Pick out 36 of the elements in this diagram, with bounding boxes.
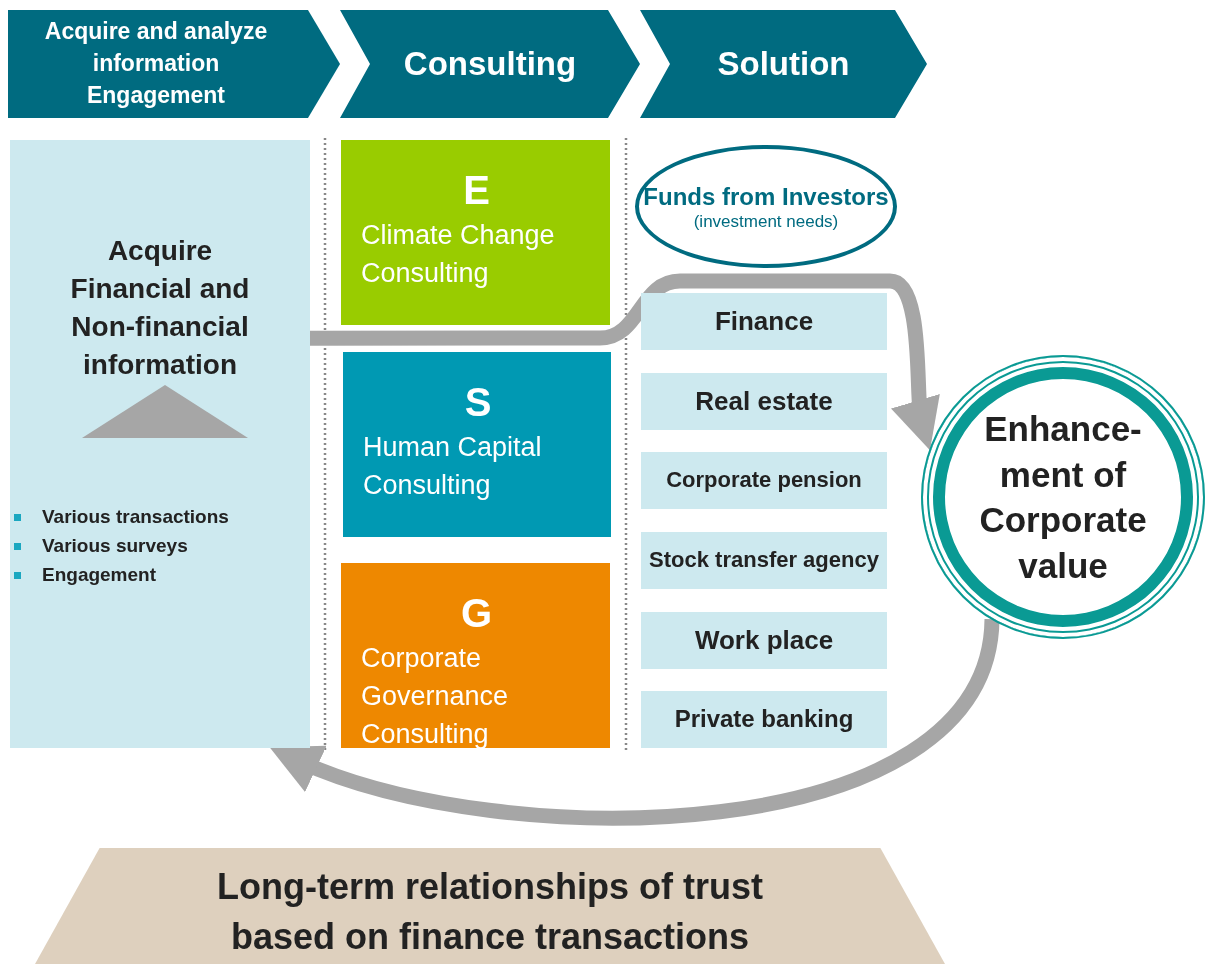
category-title: Climate Change Consulting bbox=[361, 219, 556, 290]
chevron-step bbox=[8, 10, 340, 118]
solution-box bbox=[641, 293, 887, 350]
solution-box bbox=[641, 691, 887, 748]
bullet-item: Various transactions bbox=[42, 506, 229, 528]
curved-arrow bbox=[268, 617, 1000, 826]
oval-text: (investment needs) bbox=[693, 212, 839, 233]
solution-box bbox=[641, 373, 887, 430]
solution-label: Finance bbox=[714, 305, 814, 338]
solution-label: Work place bbox=[694, 624, 834, 657]
oval-text: Funds from Investors bbox=[643, 181, 889, 212]
category-title: Human Capital Consulting bbox=[363, 431, 543, 502]
category-letter: S bbox=[464, 380, 492, 425]
solution-box bbox=[641, 612, 887, 669]
category-title: Corporate Governance Consulting bbox=[361, 642, 510, 751]
category-letter: G bbox=[460, 591, 493, 636]
category-box bbox=[341, 140, 610, 325]
step-title: Consulting bbox=[403, 45, 577, 83]
solution-label: Corporate pension bbox=[666, 467, 862, 494]
solution-box bbox=[641, 532, 887, 589]
curved-arrow bbox=[310, 273, 943, 451]
solution-box bbox=[641, 452, 887, 509]
category-letter: E bbox=[463, 168, 490, 213]
category-box bbox=[341, 563, 610, 748]
solution-label: Real estate bbox=[695, 385, 833, 418]
info-panel bbox=[10, 140, 310, 748]
bullet-item: Engagement bbox=[42, 564, 157, 586]
category-box bbox=[343, 352, 611, 537]
banner-text: Long-term relationships of trust based on finance transactions bbox=[216, 864, 764, 959]
solution-label: Stock transfer agency bbox=[649, 547, 879, 574]
step-title: Acquire and analyze information Engagement bbox=[43, 17, 269, 110]
circle-text: Enhance-ment of Corporate value bbox=[978, 408, 1148, 587]
panel-heading: Acquire Financial and Non-financial information bbox=[69, 234, 251, 383]
step-title: Solution bbox=[717, 45, 850, 83]
solution-label: Private banking bbox=[674, 705, 854, 734]
bullet-item: Various surveys bbox=[42, 535, 188, 557]
